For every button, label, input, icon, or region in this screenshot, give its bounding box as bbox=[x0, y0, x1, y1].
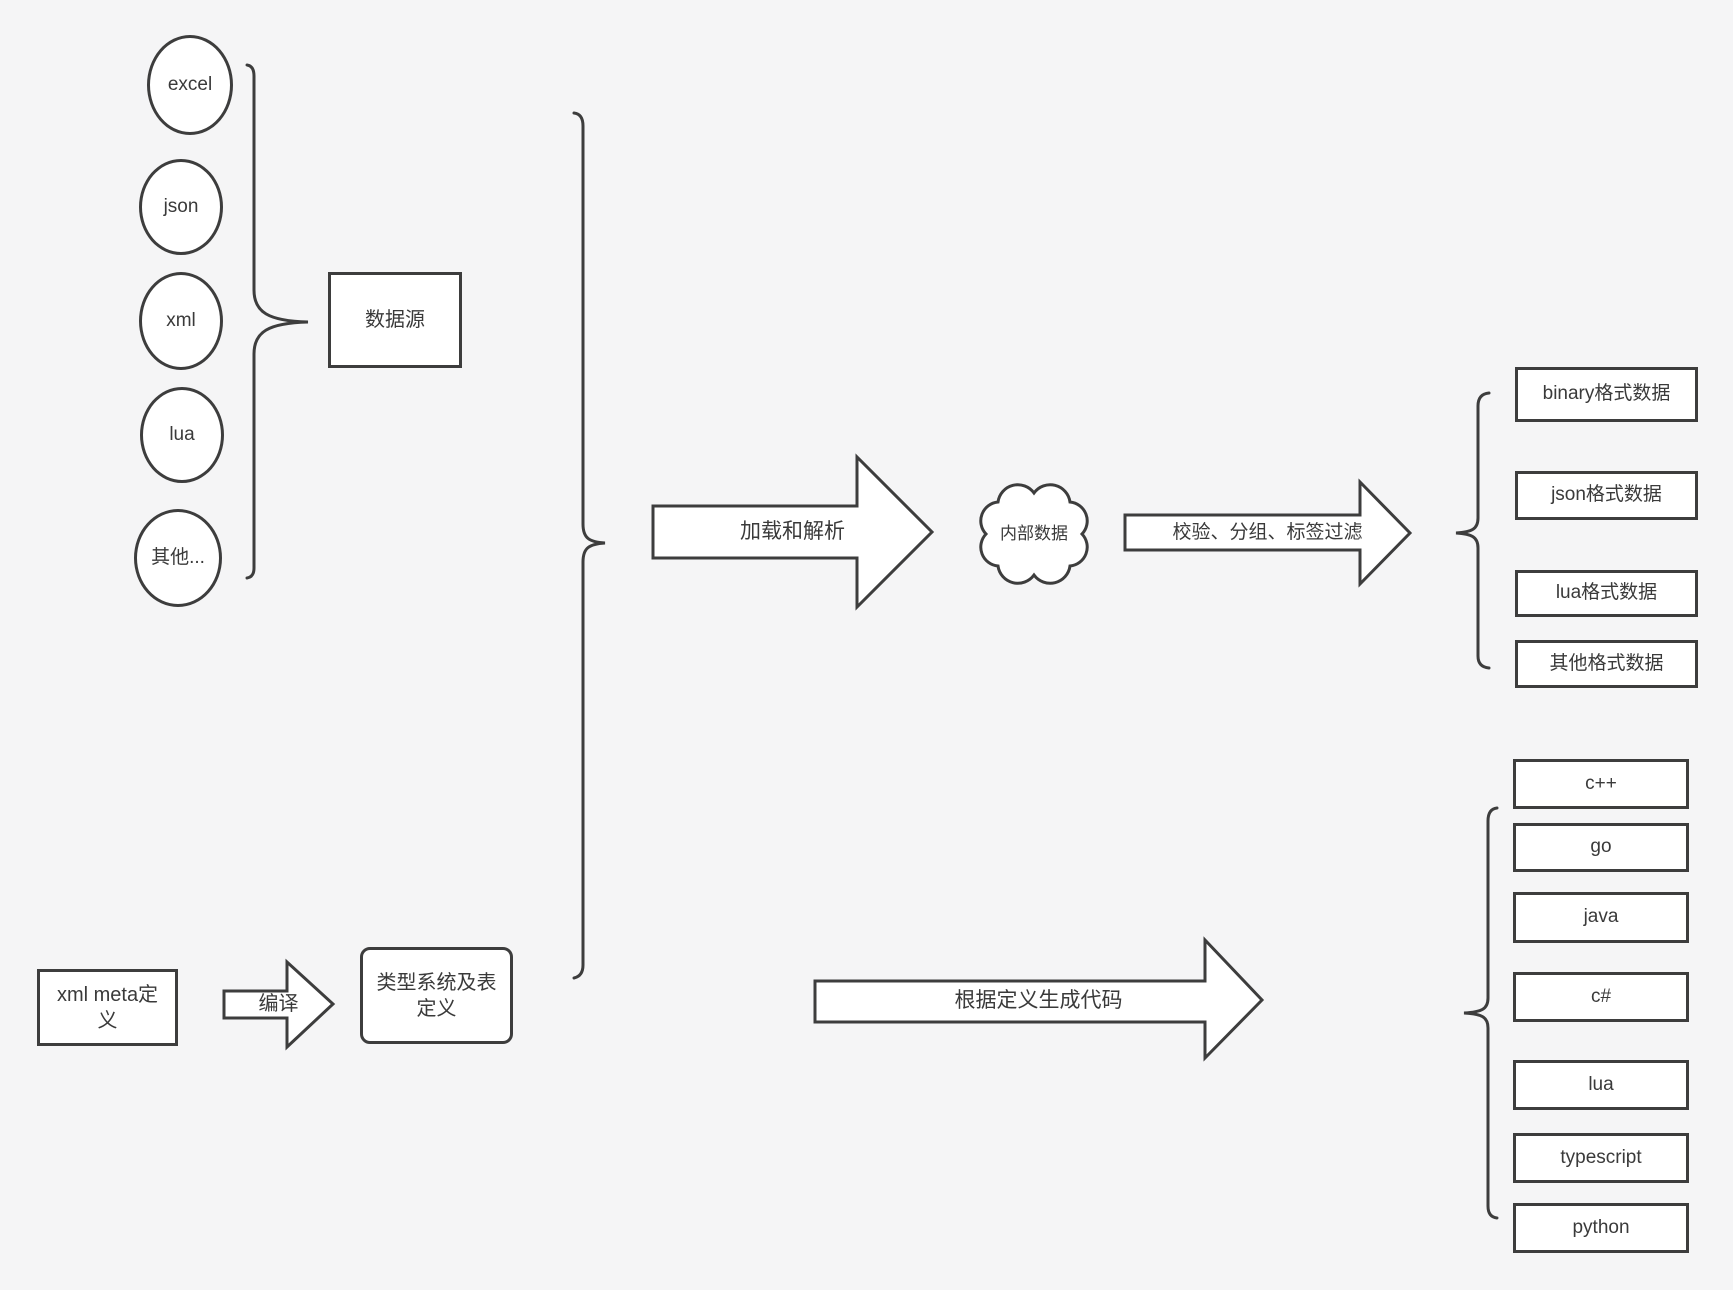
data-outputs-brace bbox=[1455, 391, 1491, 670]
language-box-lua: lua bbox=[1513, 1060, 1689, 1110]
code-outputs-brace bbox=[1463, 806, 1499, 1220]
output-box-other: 其他格式数据 bbox=[1515, 640, 1698, 688]
language-label: c# bbox=[1590, 985, 1612, 1007]
load-parse-arrow bbox=[651, 453, 935, 611]
output-label: binary格式数据 bbox=[1542, 383, 1671, 405]
language-box-typescript: typescript bbox=[1513, 1133, 1689, 1183]
output-label: 其他格式数据 bbox=[1549, 652, 1664, 674]
generate-code-arrow bbox=[813, 936, 1265, 1062]
source-ellipse-json: json bbox=[139, 159, 223, 255]
compile-arrow bbox=[222, 958, 336, 1051]
source-label: xml bbox=[166, 309, 196, 331]
data-source-label: 数据源 bbox=[365, 309, 425, 331]
source-label: excel bbox=[167, 73, 213, 95]
output-label: json格式数据 bbox=[1551, 484, 1662, 506]
output-label: lua格式数据 bbox=[1555, 582, 1658, 604]
source-ellipse-other: 其他... bbox=[134, 509, 222, 607]
output-box-lua: lua格式数据 bbox=[1515, 570, 1698, 617]
language-label: java bbox=[1583, 906, 1619, 928]
source-ellipse-xml: xml bbox=[139, 272, 223, 370]
xml-meta-box: xml meta定义 bbox=[37, 969, 178, 1046]
filter-arrow bbox=[1123, 478, 1413, 588]
source-ellipse-excel: excel bbox=[147, 35, 233, 135]
type-system-label: 类型系统及表定义 bbox=[376, 971, 497, 1020]
source-label: json bbox=[163, 195, 199, 217]
data-source-box: 数据源 bbox=[328, 272, 462, 368]
language-label: python bbox=[1572, 1216, 1630, 1238]
type-system-box: 类型系统及表定义 bbox=[360, 947, 513, 1044]
source-ellipse-lua: lua bbox=[140, 387, 224, 483]
language-label: lua bbox=[1588, 1073, 1614, 1095]
internal-data-cloud bbox=[979, 483, 1089, 585]
language-label: typescript bbox=[1560, 1146, 1642, 1168]
language-label: go bbox=[1590, 836, 1612, 858]
load-input-brace bbox=[572, 111, 606, 980]
language-box-cpp: c++ bbox=[1513, 759, 1689, 809]
output-box-binary: binary格式数据 bbox=[1515, 367, 1698, 422]
language-box-java: java bbox=[1513, 892, 1689, 943]
source-label: lua bbox=[169, 423, 195, 445]
language-box-csharp: c# bbox=[1513, 972, 1689, 1022]
output-box-json: json格式数据 bbox=[1515, 471, 1698, 520]
source-label: 其他... bbox=[151, 546, 205, 568]
sources-group-brace bbox=[245, 63, 309, 580]
xml-meta-label: xml meta定义 bbox=[56, 983, 159, 1032]
language-box-python: python bbox=[1513, 1203, 1689, 1253]
language-box-go: go bbox=[1513, 823, 1689, 872]
language-label: c++ bbox=[1585, 772, 1617, 794]
